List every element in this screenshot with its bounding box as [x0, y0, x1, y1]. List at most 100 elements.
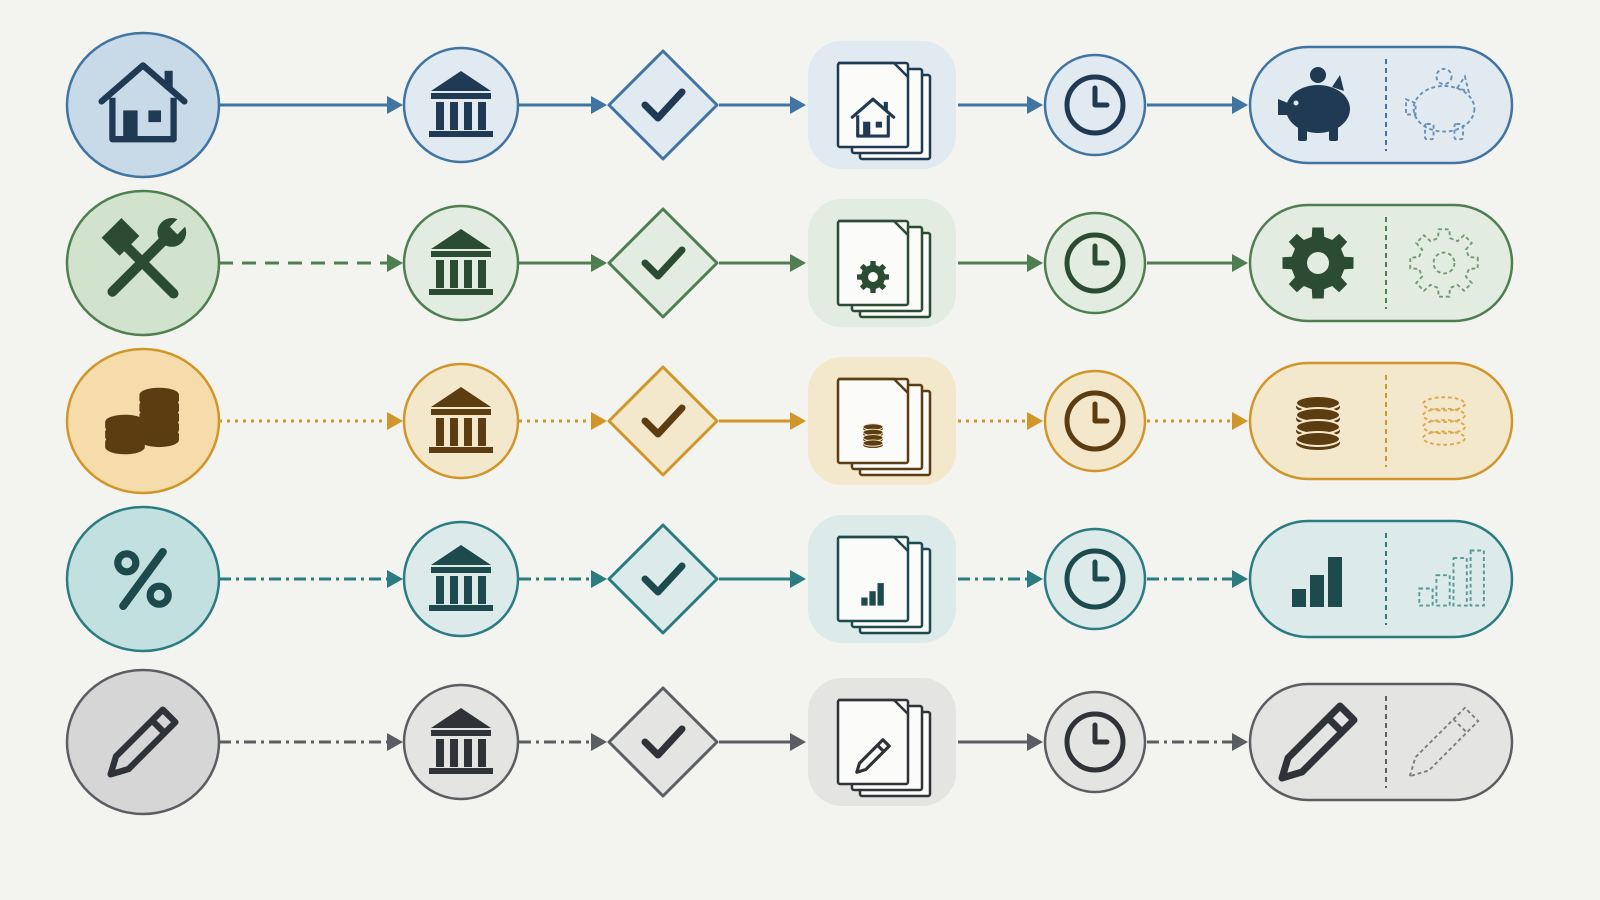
connector-arrow-3: [719, 733, 806, 751]
gear-icon: [857, 261, 889, 293]
flow-row-savings: [65, 347, 1514, 495]
arrowhead-icon: [591, 570, 607, 588]
arrowhead-icon: [591, 412, 607, 430]
connector-arrow-4: [958, 412, 1043, 430]
connector-arrow-5: [1147, 570, 1248, 588]
arrowhead-icon: [1027, 733, 1043, 751]
connector-arrow-2: [519, 254, 607, 272]
bank-icon: [429, 229, 493, 295]
document-page: [836, 535, 910, 623]
gear-icon: [1282, 227, 1354, 299]
diamond-check-node: [607, 207, 719, 319]
piggy-bank-icon: [1405, 67, 1476, 141]
arrowhead-icon: [1232, 96, 1248, 114]
clock-icon: [1064, 232, 1126, 294]
document-stack-icon: [808, 357, 956, 485]
ghost-bar-chart-icon: [1418, 549, 1485, 607]
check-icon: [641, 246, 686, 280]
document-page: [836, 377, 910, 465]
house-icon: [850, 97, 896, 138]
arrowhead-icon: [790, 254, 806, 272]
result-pill: [1248, 361, 1514, 481]
bank-icon: [429, 71, 493, 137]
clock-node: [1043, 690, 1147, 794]
result-pill-shape: [1248, 361, 1514, 481]
house-icon: [98, 62, 188, 143]
clock-icon: [1064, 548, 1126, 610]
connector-arrow-3: [719, 570, 806, 588]
arrowhead-icon: [591, 96, 607, 114]
start-node: [65, 505, 221, 653]
connector-arrow-1: [219, 570, 403, 588]
check-icon: [641, 562, 686, 596]
bank-node: [402, 520, 520, 638]
flow-row-interest: [65, 505, 1514, 653]
ghost-piggy-bank-icon: [1405, 67, 1476, 141]
diamond-shape: [607, 686, 719, 798]
diamond-shape: [607, 365, 719, 477]
bar-chart-icon: [861, 583, 884, 606]
arrowhead-icon: [1232, 570, 1248, 588]
connector-arrow-4: [958, 96, 1043, 114]
diamond-shape: [607, 523, 719, 635]
arrowhead-icon: [1232, 254, 1248, 272]
arrowhead-icon: [387, 254, 403, 272]
arrowhead-icon: [1027, 96, 1043, 114]
pencil-icon: [855, 738, 891, 774]
flow-row-home: [65, 31, 1514, 179]
diamond-check-node: [607, 49, 719, 161]
diamond-shape: [607, 49, 719, 161]
arrowhead-icon: [1232, 412, 1248, 430]
document-page: [836, 61, 910, 149]
connector-arrow-2: [519, 570, 607, 588]
result-pill: [1248, 682, 1514, 802]
bar-chart-icon: [1418, 549, 1485, 607]
arrowhead-icon: [790, 570, 806, 588]
result-pill-shape: [1248, 682, 1514, 802]
result-pill: [1248, 519, 1514, 639]
clock-icon: [1064, 390, 1126, 452]
connector-arrow-3: [719, 412, 806, 430]
diamond-check-node: [607, 523, 719, 635]
connector-arrow-5: [1147, 96, 1248, 114]
bank-node: [402, 46, 520, 164]
diamond-check-node: [607, 686, 719, 798]
connector-arrow-5: [1147, 412, 1248, 430]
arrowhead-icon: [387, 96, 403, 114]
connector-arrow-2: [519, 96, 607, 114]
document-stack-icon: [808, 678, 956, 806]
coin-stack-icon: [862, 423, 884, 449]
connector-arrow-5: [1147, 254, 1248, 272]
arrowhead-icon: [387, 570, 403, 588]
ghost-pencil-icon: [1408, 706, 1480, 778]
coin-stack-icon: [1295, 395, 1341, 450]
connector-arrow-2: [519, 412, 607, 430]
clock-node: [1043, 53, 1147, 157]
start-node: [65, 347, 221, 495]
clock-node: [1043, 211, 1147, 315]
connector-arrow-4: [958, 570, 1043, 588]
arrowhead-icon: [387, 412, 403, 430]
start-node: [65, 668, 221, 816]
connector-arrow-4: [958, 254, 1043, 272]
bank-node: [402, 362, 520, 480]
document-page: [836, 698, 910, 786]
flow-row-edit: [65, 668, 1514, 816]
connector-arrow-5: [1147, 733, 1248, 751]
clock-icon: [1064, 74, 1126, 136]
connector-arrow-3: [719, 96, 806, 114]
diamond-shape: [607, 207, 719, 319]
arrowhead-icon: [1027, 570, 1043, 588]
result-pill-shape: [1248, 519, 1514, 639]
start-node: [65, 31, 221, 179]
hammer-wrench-icon: [101, 212, 192, 299]
document-stack-icon: [808, 199, 956, 327]
piggy-bank-icon: [1278, 67, 1350, 141]
diamond-check-node: [607, 365, 719, 477]
bank-node: [402, 683, 520, 801]
coins-icon: [105, 387, 179, 455]
bar-chart-icon: [1292, 557, 1342, 607]
connector-arrow-1: [219, 412, 403, 430]
bank-icon: [429, 545, 493, 611]
